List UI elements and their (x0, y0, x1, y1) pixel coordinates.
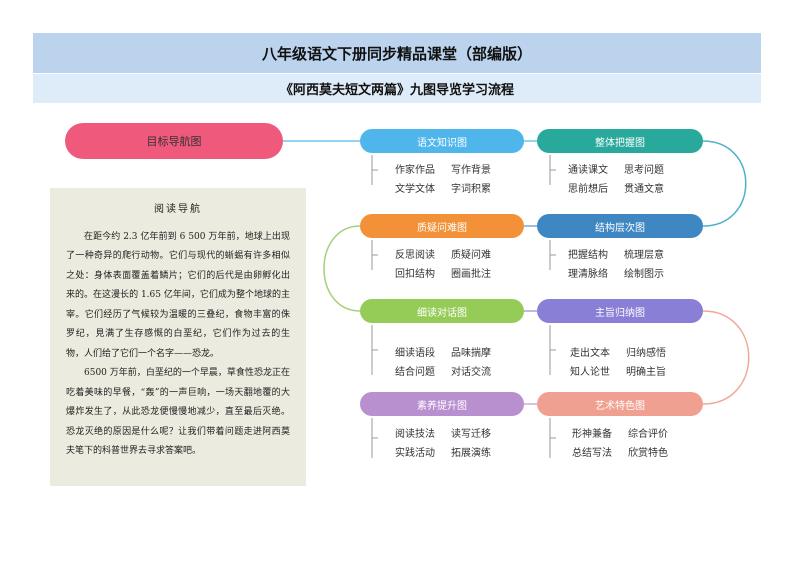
list-item: 反思阅读 (395, 250, 435, 261)
node-yishu[interactable]: 艺术特色图 (537, 392, 703, 416)
node-xidu[interactable]: 细读对话图 (360, 299, 524, 323)
list-item: 阅读技法 (395, 429, 435, 440)
list-item: 归纳感悟 (626, 348, 666, 359)
list-item: 拓展演练 (451, 448, 491, 459)
list-item: 形神兼备 (572, 429, 612, 440)
node-yishu-items: 形神兼备 综合评价 总结写法 欣赏特色 (572, 425, 684, 463)
node-zhengti[interactable]: 整体把握图 (537, 129, 703, 153)
list-item: 走出文本 (570, 348, 610, 359)
list-item: 圈画批注 (451, 269, 491, 280)
list-item: 综合评价 (628, 429, 668, 440)
list-item: 质疑问难 (451, 250, 491, 261)
node-zhiyi-items: 反思阅读 质疑问难 回扣结构 圈画批注 (395, 246, 507, 284)
node-xidu-items: 细读语段 品味揣摩 结合问题 对话交流 (395, 344, 507, 382)
item-brackets (371, 155, 556, 458)
reading-navigation-box: 阅读导航 在距今约 2.3 亿年前到 6 500 万年前，地球上出现了一种奇异的… (50, 188, 306, 486)
connector-zhengti-jiegou (702, 140, 747, 227)
list-item: 回扣结构 (395, 269, 435, 280)
node-jiegou-items: 把握结构 梳理层意 理清脉络 绘制图示 (568, 246, 680, 284)
list-item: 实践活动 (395, 448, 435, 459)
node-zhuzhi-items: 走出文本 归纳感悟 知人论世 明确主旨 (570, 344, 682, 382)
node-yuwen-items: 作家作品 写作背景 文学文体 字词积累 (395, 161, 507, 199)
page-subtitle: 《阿西莫夫短文两篇》九图导览学习流程 (33, 74, 761, 103)
reading-paragraph: 在距今约 2.3 亿年前到 6 500 万年前，地球上出现了一种奇异的爬行动物。… (66, 231, 290, 359)
node-zhuzhi[interactable]: 主旨归纳图 (537, 299, 703, 323)
list-item: 总结写法 (572, 448, 612, 459)
list-item: 绘制图示 (624, 269, 664, 280)
list-item: 写作背景 (451, 165, 491, 176)
reading-title: 阅读导航 (154, 204, 202, 215)
list-item: 细读语段 (395, 348, 435, 359)
list-item: 思考问题 (624, 165, 664, 176)
connector-zhiyi-xidu (323, 225, 361, 312)
list-item: 梳理层意 (624, 250, 664, 261)
list-item: 思前想后 (568, 184, 608, 195)
list-item: 理清脉络 (568, 269, 608, 280)
list-item: 把握结构 (568, 250, 608, 261)
node-suyang[interactable]: 素养提升图 (360, 392, 524, 416)
node-zhengti-items: 通读课文 思考问题 思前想后 贯通文意 (568, 161, 680, 199)
node-suyang-items: 阅读技法 读写迁移 实践活动 拓展演练 (395, 425, 507, 463)
node-yuwen[interactable]: 语文知识图 (360, 129, 524, 153)
reading-paragraph: 6500 万年前，白垩纪的一个早晨，草食性恐龙正在吃着美味的早餐，“轰”的一声巨… (66, 368, 290, 456)
list-item: 结合问题 (395, 367, 435, 378)
page-title: 八年级语文下册同步精品课堂（部编版） (33, 33, 761, 73)
list-item: 通读课文 (568, 165, 608, 176)
list-item: 作家作品 (395, 165, 435, 176)
list-item: 品味揣摩 (451, 348, 491, 359)
node-target-navigation[interactable]: 目标导航图 (65, 123, 283, 159)
connector-zhuzhi-yishu (702, 310, 750, 405)
list-item: 文学文体 (395, 184, 435, 195)
node-zhiyi[interactable]: 质疑问难图 (360, 214, 524, 238)
list-item: 欣赏特色 (628, 448, 668, 459)
list-item: 明确主旨 (626, 367, 666, 378)
node-jiegou[interactable]: 结构层次图 (537, 214, 703, 238)
list-item: 字词积累 (451, 184, 491, 195)
list-item: 贯通文意 (624, 184, 664, 195)
list-item: 知人论世 (570, 367, 610, 378)
list-item: 对话交流 (451, 367, 491, 378)
list-item: 读写迁移 (451, 429, 491, 440)
